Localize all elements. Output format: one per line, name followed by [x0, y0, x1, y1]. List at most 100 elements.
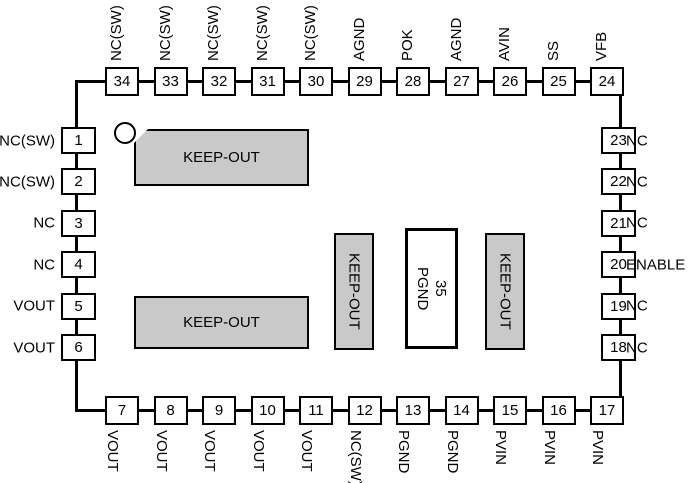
pin-pad-7[interactable]: 7	[105, 396, 139, 425]
pin-label-16: PVIN	[540, 430, 558, 466]
pin-pad-20[interactable]: 20	[601, 251, 636, 279]
keepout-zone-mid-left: KEEP-OUT	[334, 233, 374, 350]
pin-label-18: NC	[626, 339, 648, 356]
pin-label-2: NC(SW)	[0, 173, 55, 191]
pin-label-29: AGND	[350, 17, 368, 61]
pin-pad-3[interactable]: 3	[61, 209, 96, 237]
pin-number: 6	[74, 339, 83, 356]
pin-pad-6[interactable]: 6	[61, 334, 96, 361]
pin-label-23: NC	[626, 132, 648, 149]
pin-1-indicator-dot	[114, 122, 136, 144]
pin-pad-29[interactable]: 29	[347, 67, 382, 96]
keepout-mid-left-label: KEEP-OUT	[345, 253, 363, 330]
pin-pad-26[interactable]: 26	[493, 67, 527, 96]
pin-pad-18[interactable]: 18	[601, 334, 636, 361]
pin-pad-4[interactable]: 4	[61, 251, 96, 279]
pin-label-22: NC	[626, 173, 648, 191]
pin-label-1: NC(SW)	[0, 132, 55, 149]
pin-pad-28[interactable]: 28	[396, 67, 430, 96]
pin-number: 2	[74, 173, 83, 191]
pin-pad-24[interactable]: 24	[590, 67, 624, 96]
keepout-bottom-left-label: KEEP-OUT	[183, 314, 260, 331]
pin-label-26: AVIN	[496, 27, 513, 61]
pin-label-19: NC	[626, 297, 648, 315]
pin-label-9: VOUT	[201, 430, 218, 472]
pin-number: 26	[501, 73, 519, 90]
pin-number: 23	[610, 132, 627, 149]
pin-label-5: VOUT	[13, 297, 55, 315]
pin-pad-5[interactable]: 5	[61, 292, 96, 320]
pin-pad-23[interactable]: 23	[601, 127, 636, 154]
pin-pad-33[interactable]: 33	[153, 67, 188, 96]
pin-label-20: ENABLE	[626, 256, 686, 274]
pin-label-31: NC(SW)	[253, 5, 271, 61]
pin-number: 33	[162, 73, 179, 90]
keepout-zone-bottom-left: KEEP-OUT	[134, 296, 309, 349]
pin-number: 9	[214, 402, 224, 419]
pin-pad-19[interactable]: 19	[601, 292, 636, 320]
pin-pad-14[interactable]: 14	[444, 396, 479, 425]
pin-label-3: NC	[33, 214, 55, 232]
pin-label-30: NC(SW)	[302, 5, 319, 61]
pin-pad-2[interactable]: 2	[61, 168, 96, 196]
pin-pad-9[interactable]: 9	[202, 396, 236, 425]
pin-number: 28	[404, 73, 422, 90]
pin-number: 16	[550, 402, 567, 419]
pin-pad-21[interactable]: 21	[601, 209, 636, 237]
pin-label-8: VOUT	[152, 430, 170, 472]
pin-pad-25[interactable]: 25	[541, 67, 576, 96]
pin-pad-10[interactable]: 10	[250, 396, 285, 425]
pin-label-33: NC(SW)	[156, 5, 174, 61]
pin-number: 11	[308, 402, 324, 419]
keepout-zone-top-left: KEEP-OUT	[134, 129, 309, 186]
pin-number: 20	[610, 256, 627, 274]
pin-number: 24	[598, 73, 616, 90]
pin-number: 13	[404, 402, 422, 419]
pin-pad-17[interactable]: 17	[590, 396, 624, 425]
keepout-top-left-label: KEEP-OUT	[183, 149, 260, 166]
pin-label-4: NC	[33, 256, 55, 274]
pin-label-24: VFB	[593, 31, 610, 61]
keepout-mid-right-label: KEEP-OUT	[496, 253, 514, 330]
pin-label-32: NC(SW)	[205, 5, 222, 61]
pin-label-12: NC(SW)	[346, 430, 364, 483]
pin-label-25: SS	[544, 40, 562, 61]
pin-number: 17	[598, 402, 616, 419]
pin-pad-11[interactable]: 11	[299, 396, 333, 425]
pin-pad-12[interactable]: 12	[347, 396, 382, 425]
pin-pad-8[interactable]: 8	[153, 396, 188, 425]
pin-pad-15[interactable]: 15	[493, 396, 527, 425]
pin-pad-13[interactable]: 13	[396, 396, 430, 425]
pin-label-27: AGND	[447, 17, 465, 61]
pin-number: 5	[74, 297, 83, 315]
pin-number: 14	[453, 402, 470, 419]
pin-pad-16[interactable]: 16	[541, 396, 576, 425]
pin-label-13: PGND	[395, 430, 412, 474]
pin-number: 1	[74, 132, 83, 149]
center-pad-number: 35	[432, 280, 449, 297]
pin-label-17: PVIN	[589, 430, 606, 466]
pin-number: 25	[550, 73, 567, 90]
pin-label-7: VOUT	[104, 430, 121, 472]
pin-number: 8	[166, 402, 175, 419]
pin-label-10: VOUT	[249, 430, 267, 472]
pin-pad-22[interactable]: 22	[601, 168, 636, 196]
pin-label-11: VOUT	[298, 430, 315, 472]
pin-number: 10	[259, 402, 276, 419]
pin-label-34: NC(SW)	[108, 5, 125, 61]
pin-pad-31[interactable]: 31	[250, 67, 285, 96]
pin-label-28: POK	[399, 29, 416, 61]
pin-number: 29	[356, 73, 373, 90]
pin-number: 19	[610, 297, 627, 315]
pin-label-21: NC	[626, 214, 648, 232]
pin-number: 3	[74, 214, 83, 232]
pin-pad-32[interactable]: 32	[202, 67, 236, 96]
pin-pad-30[interactable]: 30	[299, 67, 333, 96]
pin-pad-27[interactable]: 27	[444, 67, 479, 96]
pin-pad-1[interactable]: 1	[61, 127, 96, 154]
pin-number: 30	[307, 73, 325, 90]
pin-label-15: PVIN	[492, 430, 509, 466]
pin-number: 12	[356, 402, 373, 419]
pin-pad-34[interactable]: 34	[105, 67, 139, 96]
pin-number: 27	[453, 73, 470, 90]
